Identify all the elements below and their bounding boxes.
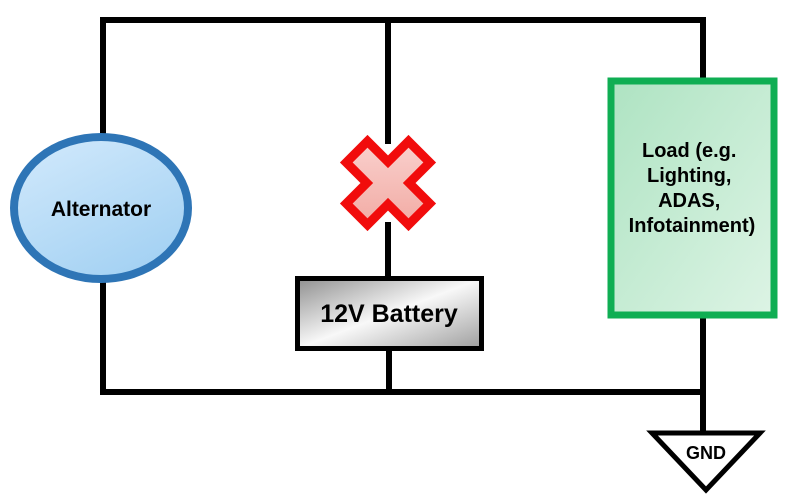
load-shape xyxy=(607,77,778,319)
wire-top-rail xyxy=(100,17,706,141)
ground-label: GND xyxy=(686,443,726,463)
alternator-label: Alternator xyxy=(51,198,151,221)
battery-shape xyxy=(295,276,484,351)
load-label-line-3: ADAS, xyxy=(658,190,720,212)
load-label-line-1: Load (e.g. xyxy=(642,140,736,162)
battery-label: 12V Battery xyxy=(320,300,458,328)
load-label-line-4: Infotainment) xyxy=(629,215,756,237)
wire-bottom-rail xyxy=(100,276,703,395)
alternator-shape xyxy=(10,133,192,283)
ground-symbol xyxy=(646,430,766,494)
load-label: Load (e.g. Lighting, ADAS, Infotainment) xyxy=(629,140,756,237)
load-label-line-2: Lighting, xyxy=(647,165,731,187)
x-cross-shape xyxy=(339,134,437,232)
x-cross-icon xyxy=(339,134,437,232)
